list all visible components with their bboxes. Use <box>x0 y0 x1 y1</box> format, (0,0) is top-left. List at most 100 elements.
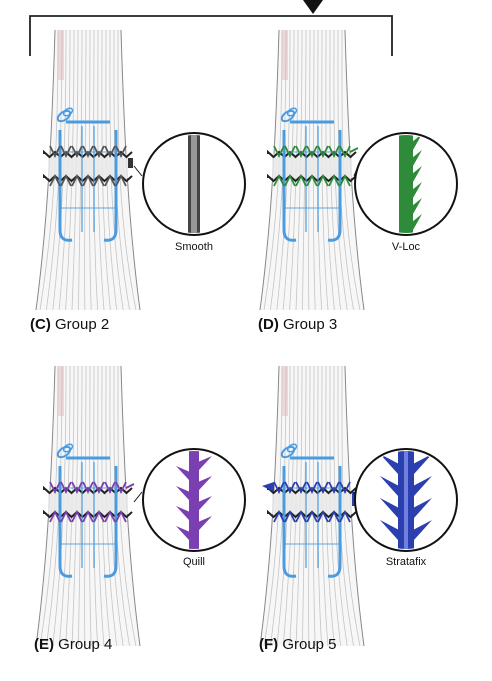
stratafix-strand-highlight <box>404 451 408 549</box>
peripheral-stitch-top <box>104 481 116 495</box>
suture-tail <box>349 147 359 153</box>
core-stitch-right <box>103 466 118 578</box>
peripheral-stitch-bottom <box>49 509 61 523</box>
panel-label-f: (F) Group 5 <box>259 636 337 653</box>
peripheral-stitch-bottom <box>273 173 285 187</box>
tendon-tint <box>282 366 288 416</box>
suture-detail-circle <box>142 448 246 552</box>
core-stitch-cross <box>284 487 340 545</box>
barb-mark <box>176 506 190 520</box>
peripheral-stitch-top <box>339 145 351 159</box>
arrow-down-icon <box>303 0 323 14</box>
panel-label-d: (D) Group 3 <box>258 316 338 333</box>
barb-mark <box>176 466 190 480</box>
peripheral-stitch-top <box>49 481 61 495</box>
barb-mark <box>412 214 422 230</box>
core-suture <box>49 107 133 242</box>
barb-mark <box>176 486 190 500</box>
peripheral-stitch-top <box>71 145 83 159</box>
peripheral-stitch-top <box>104 145 116 159</box>
barb-mark <box>413 498 432 518</box>
core-stitch-cross <box>284 151 340 209</box>
suture-end-marker <box>128 158 133 168</box>
barb-mark <box>412 150 422 166</box>
barb-mark <box>198 476 212 490</box>
suture-strand <box>188 135 200 233</box>
peripheral-stitch-bottom <box>328 509 340 523</box>
peripheral-stitch-top <box>273 145 285 159</box>
knot-icon <box>56 445 72 459</box>
core-stitch-left <box>58 466 73 578</box>
peripheral-suture <box>49 145 133 187</box>
peripheral-stitch-bottom <box>273 509 285 523</box>
peripheral-stitch-top <box>317 145 329 159</box>
core-stitch-left <box>282 130 297 242</box>
tendon-tint <box>58 366 64 416</box>
peripheral-stitch-bottom <box>306 173 318 187</box>
panel-smooth <box>35 29 246 311</box>
core-stitch-right <box>327 466 342 578</box>
peripheral-stitch-bottom <box>295 509 307 523</box>
core-suture <box>262 443 355 578</box>
suture-tail <box>125 483 135 489</box>
knot-loop <box>62 443 74 453</box>
peripheral-stitch-top <box>71 481 83 495</box>
peripheral-stitch-bottom <box>317 509 329 523</box>
core-stitch-inner <box>81 462 95 568</box>
quill-strand <box>189 451 199 549</box>
suture-strand <box>399 135 422 233</box>
peripheral-stitch-top <box>328 481 340 495</box>
peripheral-stitch-bottom <box>49 173 61 187</box>
panel-vloc <box>259 29 458 311</box>
peripheral-stitch-top <box>60 481 72 495</box>
peripheral-stitch-bottom <box>115 173 127 187</box>
peripheral-stitch-bottom <box>284 173 296 187</box>
peripheral-suture <box>49 481 135 523</box>
peripheral-stitch-bottom <box>306 509 318 523</box>
peripheral-stitch-top <box>339 481 351 495</box>
knot-icon <box>280 109 296 123</box>
suture-detail-circle <box>142 132 246 236</box>
peripheral-stitch-top <box>82 145 94 159</box>
barb-mark <box>413 454 432 474</box>
barb-mark <box>380 454 399 474</box>
peripheral-stitch-bottom <box>284 509 296 523</box>
peripheral-stitch-bottom <box>71 173 83 187</box>
tendon <box>259 365 365 647</box>
peripheral-stitch-bottom <box>115 509 127 523</box>
panel-label-c: (C) Group 2 <box>30 316 110 333</box>
vloc-strand <box>399 135 413 233</box>
tendon-tint <box>58 30 64 80</box>
core-stitch-inner <box>81 126 95 232</box>
suture-detail-circle <box>354 132 458 236</box>
peripheral-stitch-bottom <box>60 173 72 187</box>
detail-connector <box>133 491 143 503</box>
barb-mark <box>413 520 432 540</box>
suture-label-vloc: V-Loc <box>391 241 421 253</box>
barb-mark <box>198 516 212 530</box>
peripheral-stitch-top <box>115 481 127 495</box>
peripheral-stitch-bottom <box>82 509 94 523</box>
barb-mark <box>412 135 422 150</box>
barb-mark <box>198 496 212 510</box>
panel-quill <box>35 365 246 647</box>
peripheral-stitch-bottom <box>71 509 83 523</box>
peripheral-stitch-bottom <box>328 173 340 187</box>
peripheral-suture <box>273 145 359 187</box>
peripheral-stitch-top <box>115 145 127 159</box>
peripheral-stitch-top <box>284 481 296 495</box>
peripheral-stitch-top <box>317 481 329 495</box>
suture-label-quill: Quill <box>182 556 206 568</box>
peripheral-stitch-top <box>49 145 61 159</box>
peripheral-stitch-bottom <box>104 173 116 187</box>
peripheral-stitch-bottom <box>60 509 72 523</box>
knot-loop <box>286 443 298 453</box>
core-stitch-inner <box>305 126 319 232</box>
peripheral-stitch-bottom <box>339 173 351 187</box>
core-stitch-left <box>58 130 73 242</box>
core-suture <box>49 443 135 578</box>
tendon-tint <box>282 30 288 80</box>
suture-strand <box>380 451 432 549</box>
barb-mark <box>380 520 399 540</box>
